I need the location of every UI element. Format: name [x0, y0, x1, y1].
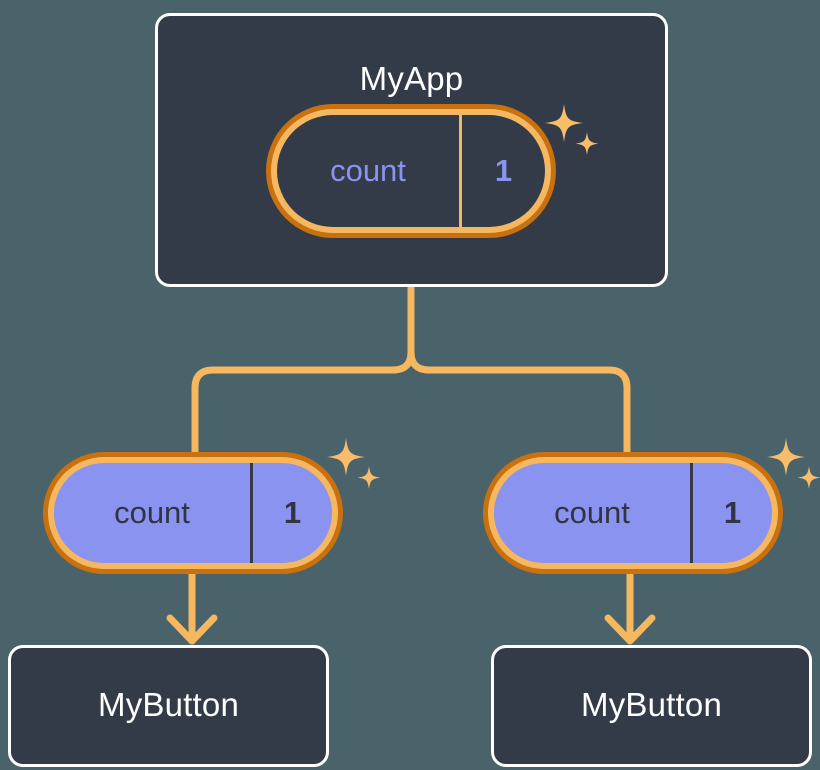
component-title: MyButton [98, 686, 239, 724]
page-title: MyApp [359, 60, 464, 97]
state-pill-face: count 1 [494, 463, 772, 563]
arrow-down-icon-right [604, 614, 656, 645]
component-card-mybutton-left[interactable]: MyButton [8, 645, 329, 767]
state-pill-branch-right[interactable]: count 1 [483, 452, 783, 574]
state-key-label: count [554, 495, 630, 530]
state-value-label: 1 [250, 463, 332, 563]
state-pill-ring: count 1 [48, 457, 338, 569]
state-pill-root[interactable]: count 1 [266, 104, 556, 238]
sparkle-four-point-large-icon [327, 438, 365, 476]
state-pill-ring: count 1 [271, 109, 551, 233]
sparkle-four-point-small-icon [797, 466, 820, 489]
component-card-mybutton-right[interactable]: MyButton [491, 645, 812, 767]
state-pill-branch-left[interactable]: count 1 [43, 452, 343, 574]
state-key-label: count [330, 153, 406, 188]
state-value-label: 1 [459, 115, 545, 227]
state-key-label: count [114, 495, 190, 530]
state-pill-face: count 1 [277, 115, 545, 227]
sparkle-four-point-large-icon [767, 438, 805, 476]
sparkle-four-point-small-icon [357, 466, 381, 489]
wire-branch-right [407, 348, 631, 456]
state-pill-face: count 1 [54, 463, 332, 563]
component-title: MyButton [581, 686, 722, 724]
state-pill-ring: count 1 [488, 457, 778, 569]
arrow-down-icon-left [166, 614, 218, 645]
state-value-label: 1 [690, 463, 772, 563]
wire-branch-left [191, 348, 415, 456]
